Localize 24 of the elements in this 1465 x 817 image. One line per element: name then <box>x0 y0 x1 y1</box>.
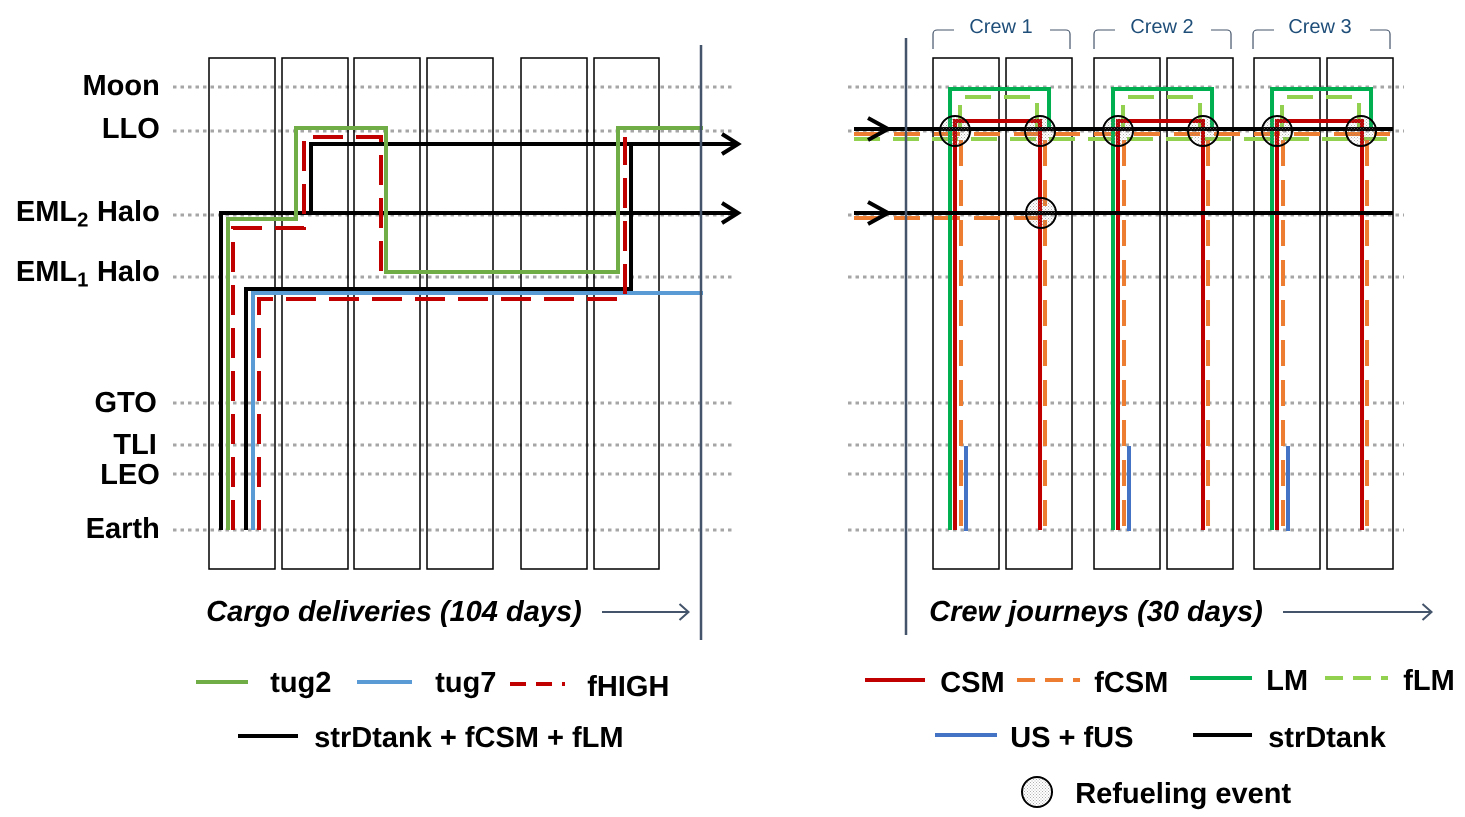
legend-label: fCSM <box>1094 671 1167 693</box>
group-label: Crew 1 <box>970 19 1032 34</box>
axis-label: TLI <box>113 434 155 454</box>
legend-label: US + fUS <box>1011 726 1133 748</box>
axis-label: EML$_{2}$ Halo <box>17 200 159 227</box>
axis-label: Moon <box>84 75 158 96</box>
axis-label: Earth <box>87 517 158 539</box>
legend-label: LM <box>1268 670 1307 690</box>
legend-label: Refueling event <box>1077 782 1291 810</box>
legend-label: tug2 <box>270 671 331 699</box>
legend-label: tug7 <box>435 672 496 699</box>
legend-label: fHIGH <box>587 675 668 697</box>
legend-label: fLM <box>1403 669 1453 690</box>
legend-label: CSM <box>941 671 1003 693</box>
legend-label: strDtank <box>1269 726 1386 748</box>
axis-label: EML$_{1}$ Halo <box>17 260 159 287</box>
group-label: Crew 3 <box>1289 19 1351 34</box>
group-label: Crew 2 <box>1131 19 1193 34</box>
axis-label: GTO <box>95 391 156 413</box>
legend-label: strDtank + fCSM + fLM <box>315 726 622 748</box>
panel-caption: Cargo deliveries (104 days) <box>207 600 581 628</box>
axis-label: LLO <box>103 117 159 139</box>
panel-caption: Crew journeys (30 days) <box>930 600 1262 628</box>
axis-label: LEO <box>102 463 159 485</box>
